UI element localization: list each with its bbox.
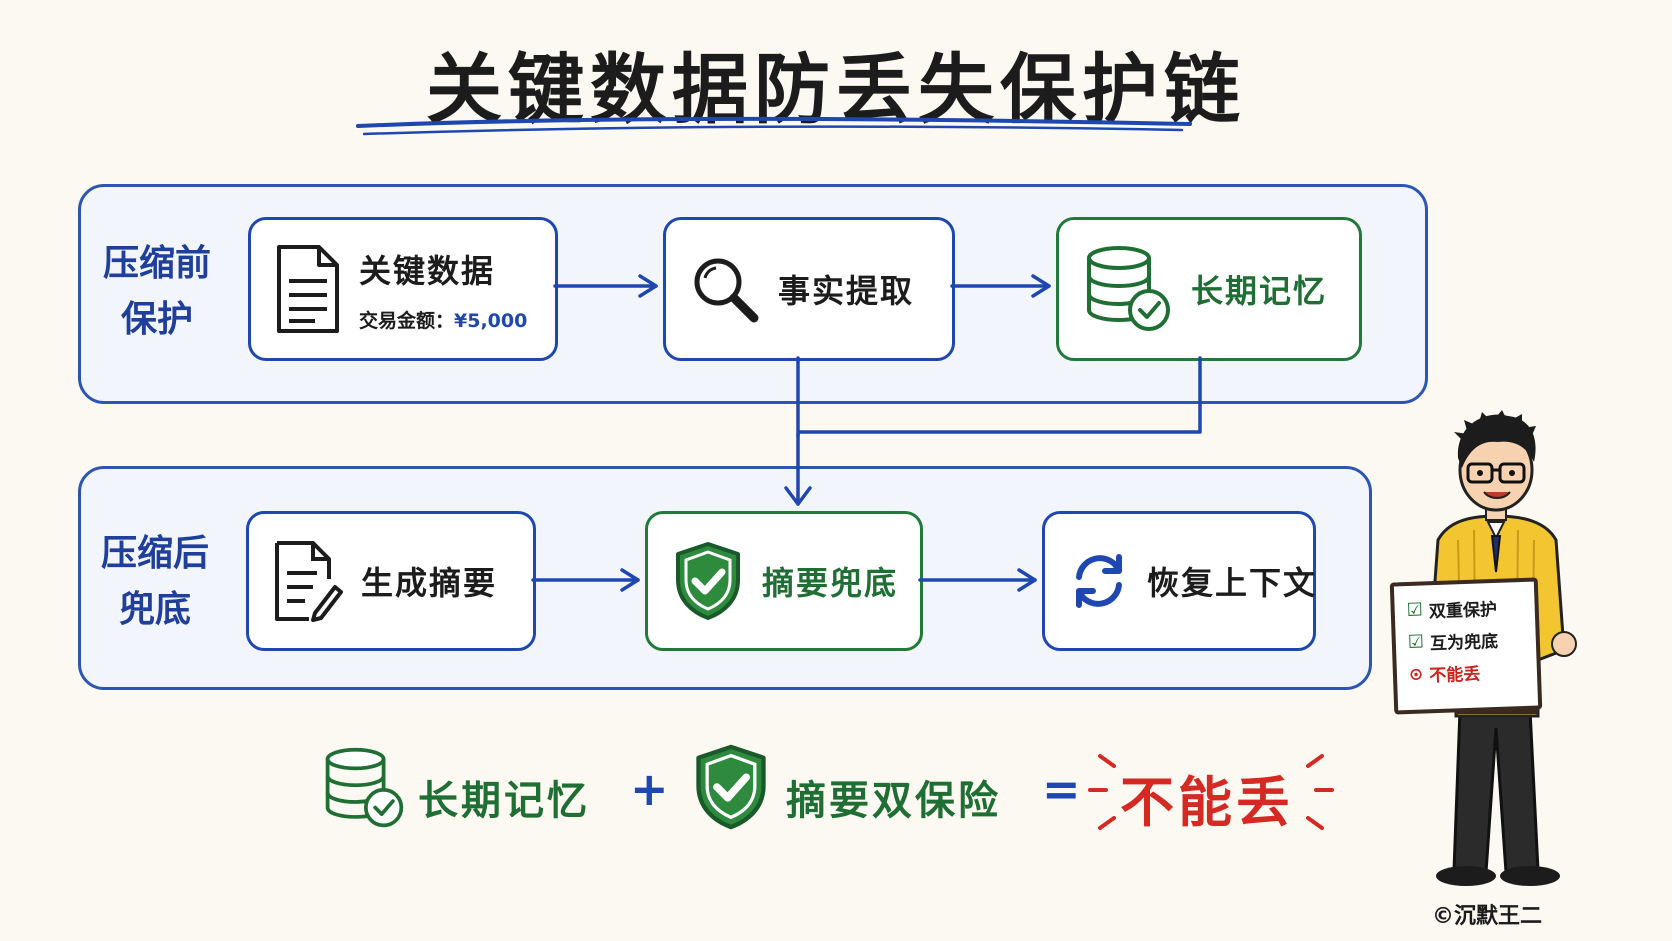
panel-label-line2: 兜底	[118, 589, 191, 630]
arrowhead-3	[784, 486, 812, 506]
arrowhead-1	[638, 274, 658, 298]
panel-label-line2: 保护	[120, 299, 193, 340]
copyright: ©沉默王二	[1432, 904, 1543, 929]
panel-label-pre: 压缩前 保护	[92, 236, 222, 348]
box-fact-extraction[interactable]: 事实提取	[663, 217, 955, 361]
box-key-data[interactable]: 关键数据 交易金额：¥5,000	[248, 217, 558, 361]
sign-item-2: ☑ 互为兜底	[1407, 627, 1498, 655]
refresh-icon	[1069, 551, 1129, 611]
panel-label-post: 压缩后 兜底	[90, 526, 220, 638]
circle-check-icon: ⊙	[1408, 664, 1424, 685]
box-long-term-memory-label: 长期记忆	[1191, 272, 1328, 310]
sign-board: ☑ 双重保护 ☑ 互为兜底 ⊙ 不能丢	[1389, 577, 1543, 715]
equation-equals: =	[1042, 762, 1081, 816]
box-long-term-memory[interactable]: 长期记忆	[1056, 217, 1362, 361]
box-generate-summary[interactable]: 生成摘要	[246, 511, 536, 651]
box-restore-context[interactable]: 恢复上下文	[1042, 511, 1316, 651]
box-key-data-label: 关键数据	[359, 251, 496, 290]
amount-value: ¥5,000	[454, 309, 528, 332]
sign-item-1-text: 双重保护	[1428, 599, 1498, 623]
magnifier-icon	[690, 254, 760, 324]
panel-label-line1: 压缩前	[102, 243, 211, 284]
checkbox-check-icon: ☑	[1407, 631, 1425, 654]
box-summary-fallback-label: 摘要兜底	[762, 564, 899, 602]
box-key-data-text: 关键数据 交易金额：¥5,000	[359, 246, 527, 333]
sign-item-3-text: 不能丢	[1428, 664, 1481, 687]
checkbox-check-icon: ☑	[1406, 599, 1424, 622]
database-check-icon	[1083, 244, 1173, 334]
amount-prefix: 交易金额：	[359, 309, 455, 332]
equation-term-summary: 摘要双保险	[786, 778, 1001, 824]
box-restore-context-label: 恢复上下文	[1147, 564, 1318, 602]
equation-shield-icon	[692, 742, 770, 836]
sign-item-3: ⊙ 不能丢	[1409, 660, 1481, 687]
transaction-amount: 交易金额：¥5,000	[359, 306, 527, 333]
title-underline	[356, 116, 1192, 136]
burst-lines-icon	[1088, 754, 1334, 830]
panel-label-line1: 压缩后	[100, 533, 209, 574]
equation-database-icon	[322, 744, 406, 836]
shield-check-icon	[672, 540, 744, 622]
box-summary-fallback[interactable]: 摘要兜底	[645, 511, 923, 651]
memory-merge-line	[796, 356, 1202, 438]
box-generate-summary-label: 生成摘要	[361, 564, 498, 602]
arrowhead-5	[1017, 568, 1037, 592]
equation-result: 不能丢	[1120, 771, 1294, 834]
document-icon	[275, 243, 341, 335]
equation-term-memory: 长期记忆	[418, 778, 590, 824]
sign-item-1: ☑ 双重保护	[1406, 595, 1497, 623]
sign-item-2-text: 互为兜底	[1429, 631, 1499, 655]
equation-plus: +	[630, 762, 669, 816]
arrowhead-2	[1031, 274, 1051, 298]
box-fact-extraction-label: 事实提取	[778, 272, 915, 310]
arrowhead-4	[620, 568, 640, 592]
document-pen-icon	[273, 539, 343, 623]
